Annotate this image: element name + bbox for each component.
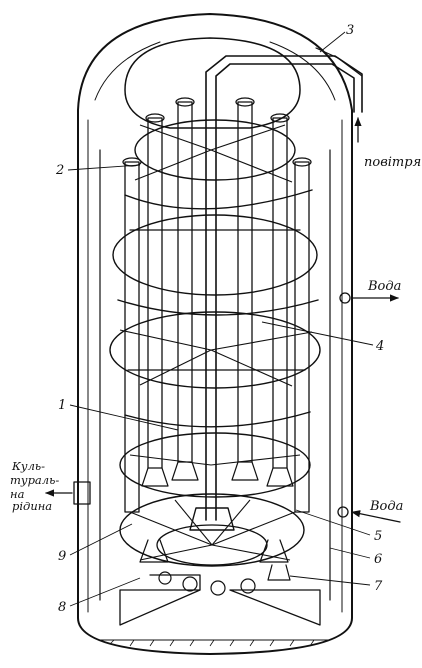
radial-struts (119, 124, 313, 466)
air-pipe (205, 47, 363, 521)
spiral-coil (109, 119, 321, 498)
label-culture-line1: Куль- (11, 459, 45, 473)
label-9: 9 (58, 549, 66, 564)
bottom-distributor (119, 493, 305, 581)
label-1: 1 (58, 398, 66, 413)
label-water-out: Вода (367, 279, 401, 294)
label-4: 4 (375, 339, 384, 354)
label-5: 5 (374, 529, 382, 544)
label-air: повітря (364, 155, 421, 170)
label-water-in: Вода (369, 499, 403, 514)
label-8: 8 (58, 600, 66, 615)
label-2: 2 (55, 163, 64, 178)
label-culture-line3: на (10, 487, 25, 501)
culture-tubes (122, 97, 312, 513)
label-6: 6 (374, 552, 382, 567)
label-3: 3 (346, 23, 354, 38)
label-culture-line4: рідина (12, 499, 52, 513)
label-7: 7 (374, 579, 383, 594)
culture-inlet (45, 481, 91, 505)
label-culture-line2: тураль- (10, 473, 59, 487)
vessel (77, 13, 353, 655)
leader-lines (67, 31, 374, 607)
base-supports (119, 571, 321, 626)
water-ports (337, 292, 401, 523)
